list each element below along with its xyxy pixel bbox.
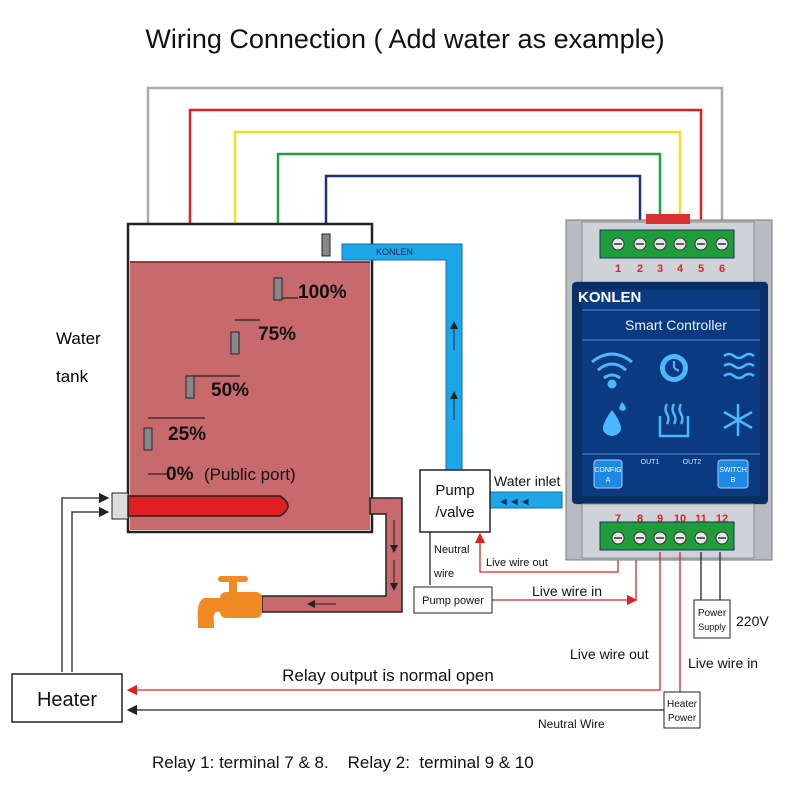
level-25: 25%: [168, 424, 206, 445]
svg-text:◄◄◄: ◄◄◄: [498, 496, 531, 508]
water-inlet-label: Water inlet: [494, 473, 561, 489]
probe-75-icon: [273, 277, 283, 301]
outlet-pipe: [261, 497, 403, 613]
terminal-number: 7: [615, 513, 621, 525]
probe-100-icon: [321, 233, 331, 257]
controller-brand: KONLEN: [578, 289, 641, 306]
pump-power-box: [413, 586, 493, 614]
level-100: 100%: [298, 282, 347, 303]
terminal-number: 5: [698, 263, 704, 275]
faucet-icon: [197, 576, 262, 628]
pump-label-2: /valve: [435, 504, 474, 521]
pump-live-out: Live wire out: [486, 557, 548, 569]
terminal-number: 2: [637, 263, 643, 275]
pump-live-in: Live wire in: [532, 583, 602, 599]
terminal-number: 8: [637, 513, 643, 525]
level-50: 50%: [211, 380, 249, 401]
heater-live-in: Live wire in: [688, 655, 758, 671]
pump-valve-box: [419, 469, 491, 533]
wifi-icon: [591, 352, 633, 389]
pump-wiring: [429, 532, 638, 606]
power-supply-box: [693, 599, 731, 639]
heater-connector-icon: [111, 492, 129, 520]
terminal-number: 9: [657, 513, 663, 525]
relay-note: Relay output is normal open: [282, 666, 494, 685]
level-0: 0%: [166, 464, 194, 485]
power-supply-label-1: Power: [698, 608, 727, 619]
tank-label-1: Water: [56, 329, 101, 348]
switch-button[interactable]: [717, 459, 749, 489]
neutral-label-2: wire: [433, 568, 454, 580]
water-drop-icon: [603, 402, 626, 436]
voltage-label: 220V: [736, 613, 769, 629]
terminal-number: 6: [719, 263, 725, 275]
inlet-pipe: KONLEN ◄◄◄: [341, 243, 563, 509]
neutral-label-1: Neutral: [434, 544, 469, 556]
heater-box: [11, 673, 123, 723]
pipe-brand: KONLEN: [376, 247, 413, 257]
out2-label: OUT2: [683, 459, 702, 466]
terminal-number: 4: [677, 263, 684, 275]
switch-label-1: SWITCH: [719, 467, 747, 474]
waves-icon: [723, 352, 755, 380]
heater-power-label-2: Power: [668, 713, 697, 724]
neutral-wire-label: Neutral Wire: [538, 717, 605, 731]
terminal-number: 10: [674, 513, 686, 525]
clock-dial-icon: [660, 354, 688, 382]
heater-live-out: Live wire out: [570, 646, 649, 662]
tank-label-2: tank: [56, 367, 89, 386]
terminal-number: 1: [615, 263, 621, 275]
config-label-2: A: [606, 477, 611, 484]
water-tank: [111, 222, 403, 628]
out1-label: OUT1: [641, 459, 660, 466]
power-supply-wiring: [700, 552, 721, 600]
public-port-label: (Public port): [204, 465, 296, 484]
heating-element-icon: [127, 495, 289, 517]
snowflake-icon: [723, 404, 753, 436]
page-title: Wiring Connection ( Add water as example…: [145, 24, 664, 54]
terminal-number: 11: [695, 513, 707, 525]
heater-power-label-1: Heater: [667, 699, 698, 710]
config-label-1: CONFIG: [594, 467, 621, 474]
footer-note: Relay 1: terminal 7 & 8. Relay 2: termin…: [152, 753, 534, 772]
config-button[interactable]: [593, 459, 623, 489]
wire-green: [276, 152, 662, 280]
pump-label-1: Pump: [435, 482, 474, 499]
top-terminals: 1 2 3 4 5 6: [611, 237, 729, 275]
probe-0-icon: [143, 427, 153, 451]
probe-50-icon: [230, 331, 240, 355]
heater-label: Heater: [37, 689, 97, 711]
terminal-number: 3: [657, 263, 663, 275]
smart-controller: [565, 214, 773, 561]
terminal-number: 12: [716, 513, 728, 525]
switch-label-2: B: [731, 477, 736, 484]
pump-power-label: Pump power: [422, 595, 484, 607]
heater-wiring: [61, 492, 681, 716]
heater-power-box: [663, 691, 701, 729]
controller-name: Smart Controller: [625, 317, 727, 333]
level-75: 75%: [258, 324, 296, 345]
wire-blue: [324, 174, 642, 236]
bottom-terminals: 7 8 9 10 11 12: [611, 513, 729, 545]
power-supply-label-2: Supply: [698, 622, 726, 632]
probe-25-icon: [185, 375, 195, 399]
heating-icon: [658, 403, 690, 438]
